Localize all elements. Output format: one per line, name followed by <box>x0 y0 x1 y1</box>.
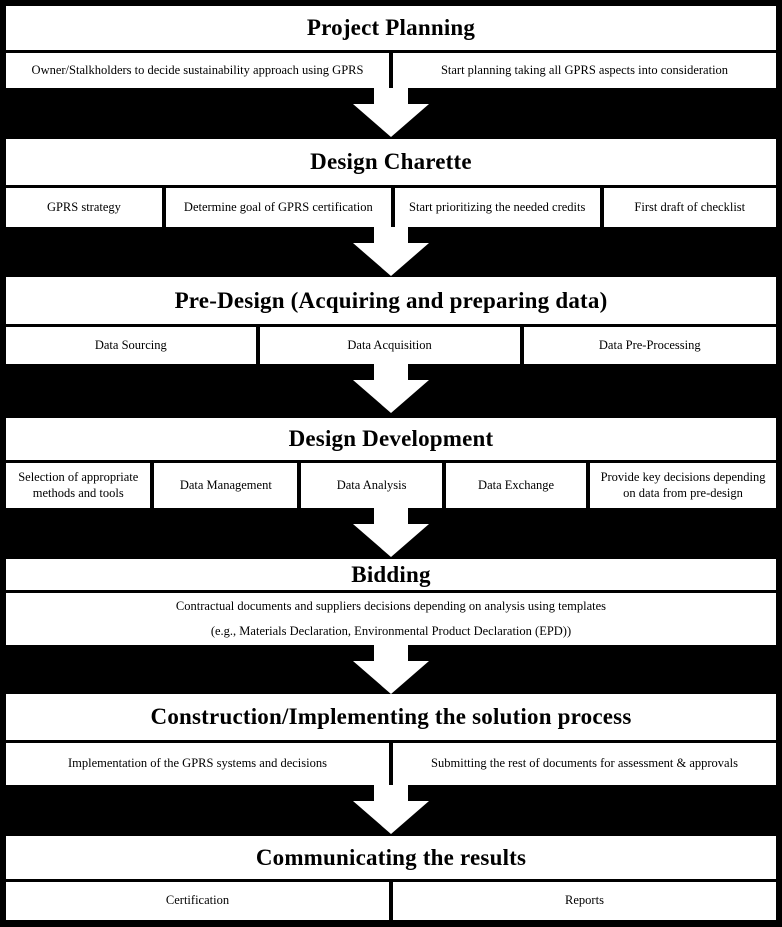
flow-cell: Certification <box>6 882 389 920</box>
flow-cell: Data Analysis <box>301 463 443 508</box>
down-arrow-icon <box>353 785 429 834</box>
section-title-pre-design: Pre-Design (Acquiring and preparing data… <box>6 277 776 324</box>
section-title-project-planning: Project Planning <box>6 6 776 50</box>
section-title-bidding: Bidding <box>6 559 776 590</box>
section-row-project-planning: Owner/Stalkholders to decide sustainabil… <box>6 53 776 88</box>
flow-cell: Contractual documents and suppliers deci… <box>6 593 776 645</box>
down-arrow-icon <box>353 508 429 557</box>
flow-cell: First draft of checklist <box>603 188 776 227</box>
bidding-note-line: (e.g., Materials Declaration, Environmen… <box>210 623 572 638</box>
flow-cell: Data Exchange <box>446 463 587 508</box>
section-row-communicating-results: Certification Reports <box>6 882 776 920</box>
flow-cell: Data Pre-Processing <box>523 327 776 364</box>
flow-band <box>6 785 776 836</box>
flow-band <box>6 364 776 418</box>
down-arrow-icon <box>353 227 429 276</box>
section-row-construction: Implementation of the GPRS systems and d… <box>6 743 776 785</box>
section-row-design-charette: GPRS strategy Determine goal of GPRS cer… <box>6 188 776 227</box>
flow-band <box>6 88 776 139</box>
flow-band <box>6 645 776 694</box>
flow-cell: Data Sourcing <box>6 327 256 364</box>
flow-cell: Data Management <box>154 463 298 508</box>
section-row-pre-design: Data Sourcing Data Acquisition Data Pre-… <box>6 327 776 364</box>
down-arrow-icon <box>353 364 429 413</box>
section-title-construction: Construction/Implementing the solution p… <box>6 694 776 740</box>
flow-cell: Determine goal of GPRS certification <box>165 188 391 227</box>
flow-cell: Submitting the rest of documents for ass… <box>393 743 776 785</box>
flow-cell: GPRS strategy <box>6 188 162 227</box>
flow-cell: Reports <box>393 882 776 920</box>
section-row-design-development: Selection of appropriate methods and too… <box>6 463 776 508</box>
flow-band <box>6 508 776 559</box>
flow-cell: Owner/Stalkholders to decide sustainabil… <box>6 53 389 88</box>
flow-cell: Data Acquisition <box>259 327 520 364</box>
flow-cell: Start prioritizing the needed credits <box>394 188 600 227</box>
flow-band <box>6 227 776 277</box>
bidding-note-line: Contractual documents and suppliers deci… <box>175 598 607 613</box>
down-arrow-icon <box>353 88 429 137</box>
flow-cell: Selection of appropriate methods and too… <box>6 463 151 508</box>
section-title-design-charette: Design Charette <box>6 139 776 185</box>
section-row-bidding: Contractual documents and suppliers deci… <box>6 593 776 645</box>
down-arrow-icon <box>353 645 429 694</box>
section-title-communicating-results: Communicating the results <box>6 836 776 879</box>
flow-cell: Provide key decisions depending on data … <box>590 463 776 508</box>
flow-cell: Start planning taking all GPRS aspects i… <box>393 53 776 88</box>
flow-cell: Implementation of the GPRS systems and d… <box>6 743 389 785</box>
section-title-design-development: Design Development <box>6 418 776 460</box>
